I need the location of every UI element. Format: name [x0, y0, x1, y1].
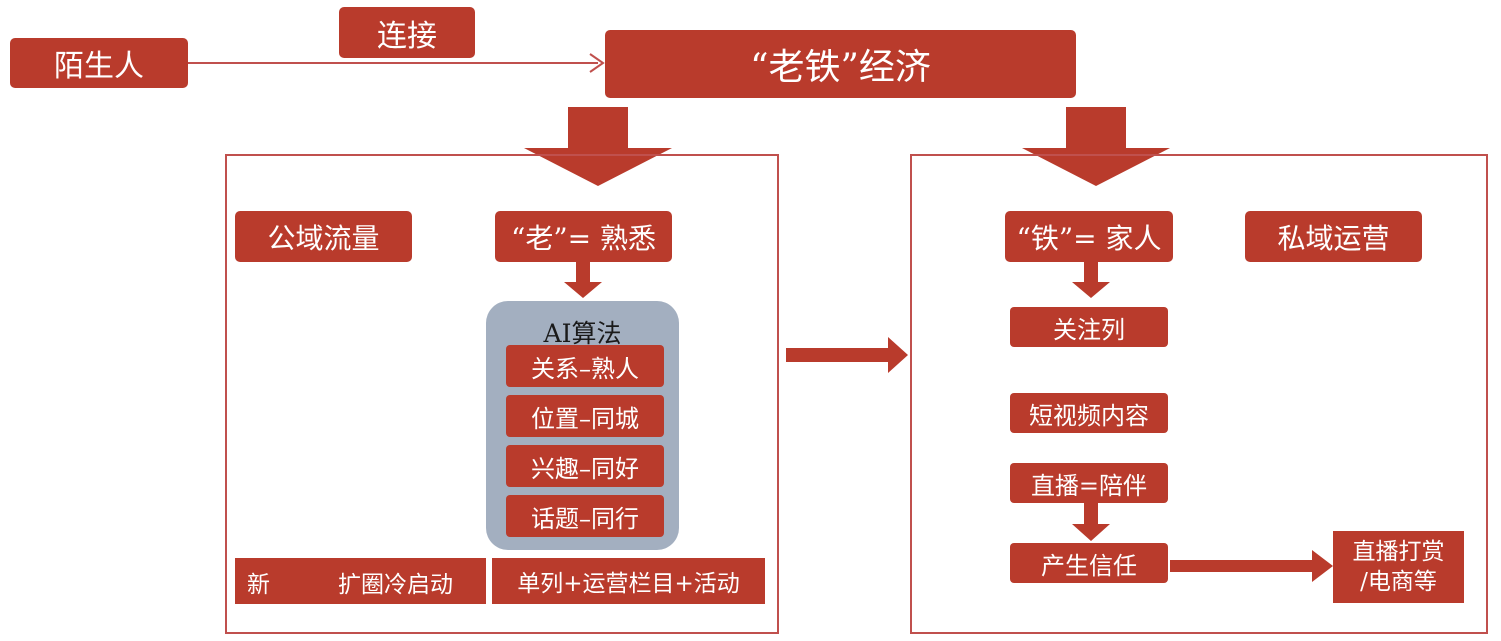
down-arrow-live — [1072, 503, 1110, 541]
new-label: 新 — [247, 572, 270, 598]
trust-box: 产生信任 — [1010, 543, 1168, 583]
cold-start-label: 扩圈冷启动 — [338, 572, 453, 598]
lao-familiar-box: “老”= 熟悉 — [495, 211, 672, 262]
ai-algorithm-title: AI算法 — [543, 319, 622, 348]
economy-title-box: “老铁”经济 — [605, 30, 1076, 98]
right-panel — [910, 154, 1488, 634]
single-column-box: 单列+运营栏目+活动 — [492, 558, 765, 604]
live-company-box: 直播=陪伴 — [1010, 463, 1168, 503]
algorithm-item-interest: 兴趣–同好 — [506, 445, 664, 487]
monetize-line-2: /电商等 — [1360, 569, 1437, 595]
monetize-line-1: 直播打赏 — [1352, 539, 1445, 565]
left-panel — [225, 154, 779, 634]
down-arrow-tie — [1072, 262, 1110, 298]
big-down-arrow-right — [1022, 107, 1170, 186]
private-ops-box: 私域运营 — [1245, 211, 1422, 262]
connect-arrowhead — [589, 53, 605, 73]
algorithm-item-location: 位置–同城 — [506, 395, 664, 437]
cold-start-box — [235, 558, 486, 604]
panel-arrow — [786, 337, 908, 373]
short-video-box: 短视频内容 — [1010, 393, 1168, 433]
tie-family-box: “铁”= 家人 — [1005, 211, 1173, 262]
follow-column-box: 关注列 — [1010, 307, 1168, 347]
algorithm-item-topic: 话题–同行 — [506, 495, 664, 537]
big-down-arrow-left — [524, 107, 672, 186]
monetize-box: 直播打赏 /电商等 — [1333, 531, 1464, 603]
algorithm-item-relation: 关系–熟人 — [506, 345, 664, 387]
stranger-box: 陌生人 — [10, 38, 188, 88]
trust-arrow — [1170, 550, 1333, 582]
down-arrow-lao — [564, 262, 602, 298]
public-traffic-box: 公域流量 — [235, 211, 412, 262]
connect-label: 连接 — [339, 7, 475, 58]
